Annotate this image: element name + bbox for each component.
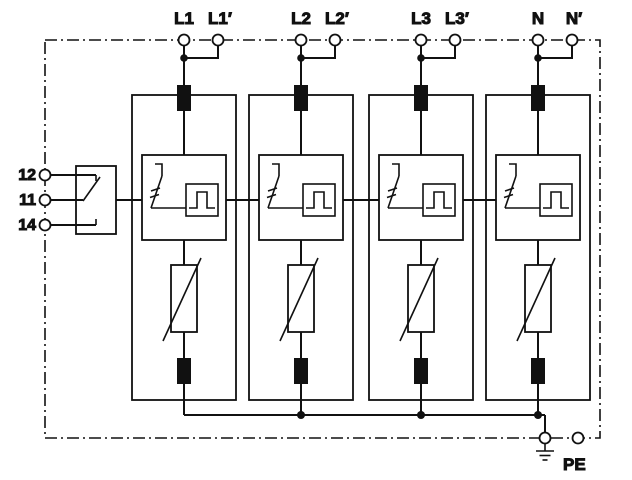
- pe-terminal-2: [571, 431, 585, 445]
- earth-bus: PE: [184, 411, 586, 475]
- label-11: 11: [19, 192, 36, 209]
- label-l2: L2: [291, 9, 311, 28]
- label-14: 14: [18, 217, 36, 234]
- pe-terminal-1: [538, 431, 552, 445]
- pe-label: PE: [563, 455, 586, 474]
- label-np: N′: [566, 9, 582, 28]
- changeover-blade: [82, 176, 101, 202]
- module-l2: [248, 33, 354, 416]
- label-n: N: [532, 9, 544, 28]
- label-l3: L3: [411, 9, 431, 28]
- enclosure-border: [44, 39, 601, 439]
- module-n: [485, 33, 591, 416]
- junction-dot: [417, 411, 425, 419]
- remote-signal-contact: 12 11 14: [18, 165, 117, 235]
- earth-ground-icon: [536, 443, 554, 461]
- signal-terminal-14: [38, 218, 52, 232]
- signal-terminal-11: [38, 193, 52, 207]
- module-l1: [131, 33, 237, 416]
- label-l3p: L3′: [445, 9, 469, 28]
- contact-box: [75, 165, 117, 235]
- diagram-root: L1 L1′ L2 L2′ L3 L3′ N N′ 12 11 14: [18, 9, 601, 475]
- signal-terminal-12: [38, 168, 52, 182]
- junction-dot: [297, 411, 305, 419]
- junction-dot: [534, 411, 542, 419]
- label-12: 12: [18, 167, 36, 184]
- label-l2p: L2′: [325, 9, 349, 28]
- label-l1: L1: [174, 9, 194, 28]
- module-l3: [368, 33, 474, 416]
- label-l1p: L1′: [208, 9, 232, 28]
